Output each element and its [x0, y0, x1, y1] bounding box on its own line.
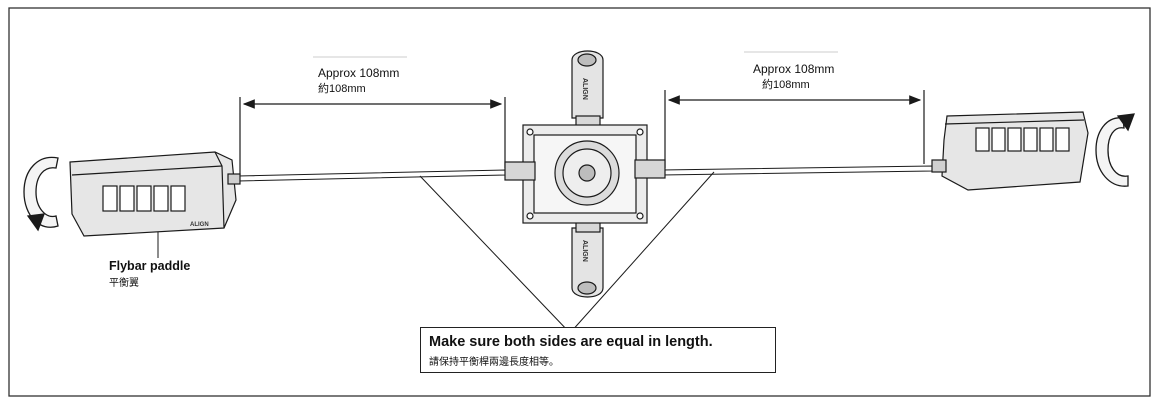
left-measure-en-label: Approx 108mm [318, 66, 400, 80]
equal-length-note: Make sure both sides are equal in length… [420, 327, 776, 373]
rotor-head [504, 50, 666, 298]
note-zh-text: 請保持平衡桿兩邊長度相等。 [429, 357, 559, 368]
left-paddle-brand: ALIGN [190, 222, 209, 228]
left-flybar-paddle [69, 151, 241, 237]
right-measure-en-label: Approx 108mm [753, 62, 835, 76]
left-dimension [239, 56, 506, 175]
right-rotation-arrow-icon [1095, 113, 1135, 187]
flybar-paddle-label: Flybar paddle [109, 259, 191, 273]
bottom-grip-brand: ALIGN [581, 240, 588, 262]
right-dimension [664, 51, 925, 168]
left-rotation-arrow-icon [23, 156, 59, 232]
callout-lines [419, 171, 715, 334]
outer-frame [8, 7, 1151, 397]
top-grip-brand: ALIGN [581, 78, 588, 100]
right-measure-zh-label: 約108mm [762, 79, 810, 91]
flybar-paddle-zh-label: 平衡翼 [109, 278, 139, 289]
right-flybar-paddle [931, 111, 1089, 191]
note-en-text: Make sure both sides are equal in length… [429, 334, 713, 350]
left-measure-zh-label: 約108mm [318, 83, 366, 95]
